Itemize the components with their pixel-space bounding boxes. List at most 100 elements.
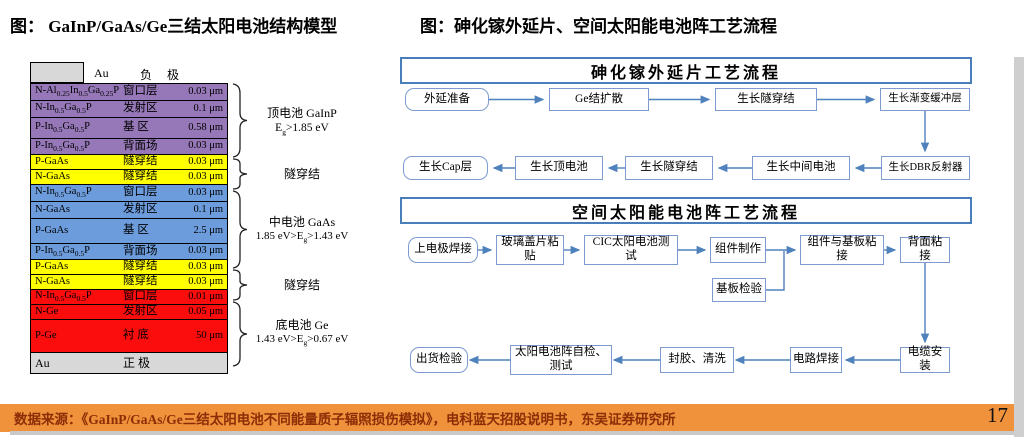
layer-material: N-Al0.25In0.5Ga0.25P [35,85,120,99]
bottom-contact-material: Au [35,356,50,370]
annotation-tunnel-2: 隧穿结 [252,278,352,293]
layer-role: 背面场 [123,244,158,257]
step-grow-graded-buffer: 生长渐变缓冲层 [880,88,970,111]
layer-thickness: 0.05 μm [188,305,223,317]
annotation-line: Eg>1.85 eV [275,122,329,137]
layer-thickness: 50 μm [196,329,223,341]
layer-row: P-In0.5Ga0.5P 背面场 0.03 μm [30,138,228,155]
layer-thickness: 0.03 μm [188,186,223,198]
window-edge-right [1014,57,1024,437]
layer-material: N-In0.5Ga0.5P [35,290,92,304]
layer-row: P-GaAs 隧穿结 0.03 μm [30,154,228,170]
annotation-bottom-cell: 底电池 Ge 1.43 eV>Eg>0.67 eV [238,318,366,348]
layer-role: 窗口层 [123,85,158,98]
layer-thickness: 0.03 μm [188,155,223,167]
footer-bar: 数据来源：《GaInP/GaAs/Ge三结太阳电池不同能量质子辐照损伤模拟》，电… [0,404,1014,432]
annotation-line: 1.85 eV>Eg>1.43 eV [255,230,349,245]
layer-row: N-GaAs 隧穿结 0.03 μm [30,169,228,185]
layer-role: 发射区 [123,203,158,216]
layer-material: P-GaAs [35,260,69,272]
layer-thickness: 0.03 μm [188,170,223,182]
flow2-header: 空间太阳能电池阵工艺流程 [400,197,972,224]
step-epitaxy-preparation: 外延准备 [405,88,489,111]
layer-role: 基 区 [123,224,149,237]
brace-middle-cell [232,190,248,269]
layer-material: P-GaAs [35,155,69,167]
step-grow-tunnel-junction: 生长隧穿结 [715,88,817,111]
layer-row: N-GaAs 隧穿结 0.03 μm [30,274,228,290]
layer-role: 发射区 [123,102,158,115]
top-contact-label: 负 极 [140,68,186,82]
layer-role: 发射区 [123,305,158,318]
bottom-contact-row: Au 正 极 [30,352,228,374]
layer-role: 隧穿结 [123,170,158,183]
layer-thickness: 2.5 μm [193,224,223,236]
layer-material: N-Ge [35,305,59,317]
layer-material: N-GaAs [35,203,70,215]
layer-thickness: 0.03 μm [188,245,223,257]
annotation-line: 1.43 eV>Eg>0.67 eV [255,333,349,348]
step-substrate-inspection: 基板检验 [712,278,766,302]
layer-thickness: 0.01 μm [188,290,223,302]
layer-material: P-In0.5Ga0.5P [35,139,90,153]
layer-role: 衬 底 [123,329,149,342]
annotation-line: 顶电池 GaInP [267,106,337,120]
layer-role: 窗口层 [123,186,158,199]
layer-thickness: 0.03 μm [188,260,223,272]
layer-row: N-In0.5Ga0.5P 发射区 0.1 μm [30,100,228,118]
step-circuit-welding: 电路焊接 [790,347,842,373]
figure-title-left: 图： GaInP/GaAs/Ge三结太阳电池结构模型 [10,17,338,36]
annotation-line: 中电池 GaAs [268,215,336,229]
step-cover-glass-bonding: 玻璃盖片粘贴 [496,235,564,265]
bottom-contact-label: 正 极 [123,356,151,370]
layer-material: P-GaAs [35,224,69,236]
layer-thickness: 0.03 μm [188,85,223,97]
step-ge-junction-diffusion: Ge结扩散 [549,88,649,111]
step-grow-middle-cell: 生长中间电池 [752,156,850,180]
step-sealing-cleaning: 封胶、清洗 [660,347,734,373]
layer-thickness: 0.1 μm [193,102,223,114]
brace-top-cell [232,83,248,158]
layer-role: 隧穿结 [123,155,158,168]
top-contact-bar [30,62,84,83]
top-contact-material: Au [94,66,109,80]
layer-material: N-In0.5Ga0.5P [35,102,92,116]
step-top-electrode-welding: 上电极焊接 [408,237,478,263]
layer-role: 背面场 [123,139,158,152]
figure-title-right: 图：砷化镓外延片、空间太阳能电池阵工艺流程 [420,17,777,36]
layer-row: N-In0.5Ga0.5P 窗口层 0.01 μm [30,289,228,305]
annotation-tunnel-1: 隧穿结 [252,167,352,182]
layer-role: 隧穿结 [123,275,158,288]
source-attribution: 数据来源：《GaInP/GaAs/Ge三结太阳电池不同能量质子辐照损伤模拟》，电… [14,412,676,427]
layer-material: N-GaAs [35,275,70,287]
layer-role: 基 区 [123,121,149,134]
window-edge-bottom [10,431,1014,435]
step-grow-cap-layer: 生长Cap层 [403,156,488,180]
layer-role: 窗口层 [123,290,158,303]
layer-row: P-In0.5Ga0.5P 基 区 0.58 μm [30,117,228,139]
step-grow-tunnel-junction-2: 生长隧穿结 [625,156,713,180]
layer-material: P-In0.5Ga0.5P [35,244,90,258]
layer-material: N-GaAs [35,170,70,182]
layer-row: P-GaAs 隧穿结 0.03 μm [30,259,228,275]
step-cable-installation: 电缆安装 [900,346,950,373]
layer-thickness: 0.03 μm [188,275,223,287]
layer-row: N-Ge 发射区 0.05 μm [30,304,228,320]
step-shipment-inspection: 出货检验 [410,347,468,373]
layer-thickness: 0.03 μm [188,140,223,152]
layer-thickness: 0.58 μm [188,121,223,133]
brace-bottom-cell [232,301,248,367]
layer-material: P-In0.5Ga0.5P [35,121,90,135]
layer-role: 隧穿结 [123,260,158,273]
annotation-top-cell: 顶电池 GaInP Eg>1.85 eV [246,106,358,137]
annotation-line: 底电池 Ge [275,318,329,332]
layer-row: P-GaAs 基 区 2.5 μm [30,218,228,244]
annotation-line: 隧穿结 [283,167,320,181]
step-back-bonding: 背面粘接 [900,236,950,263]
